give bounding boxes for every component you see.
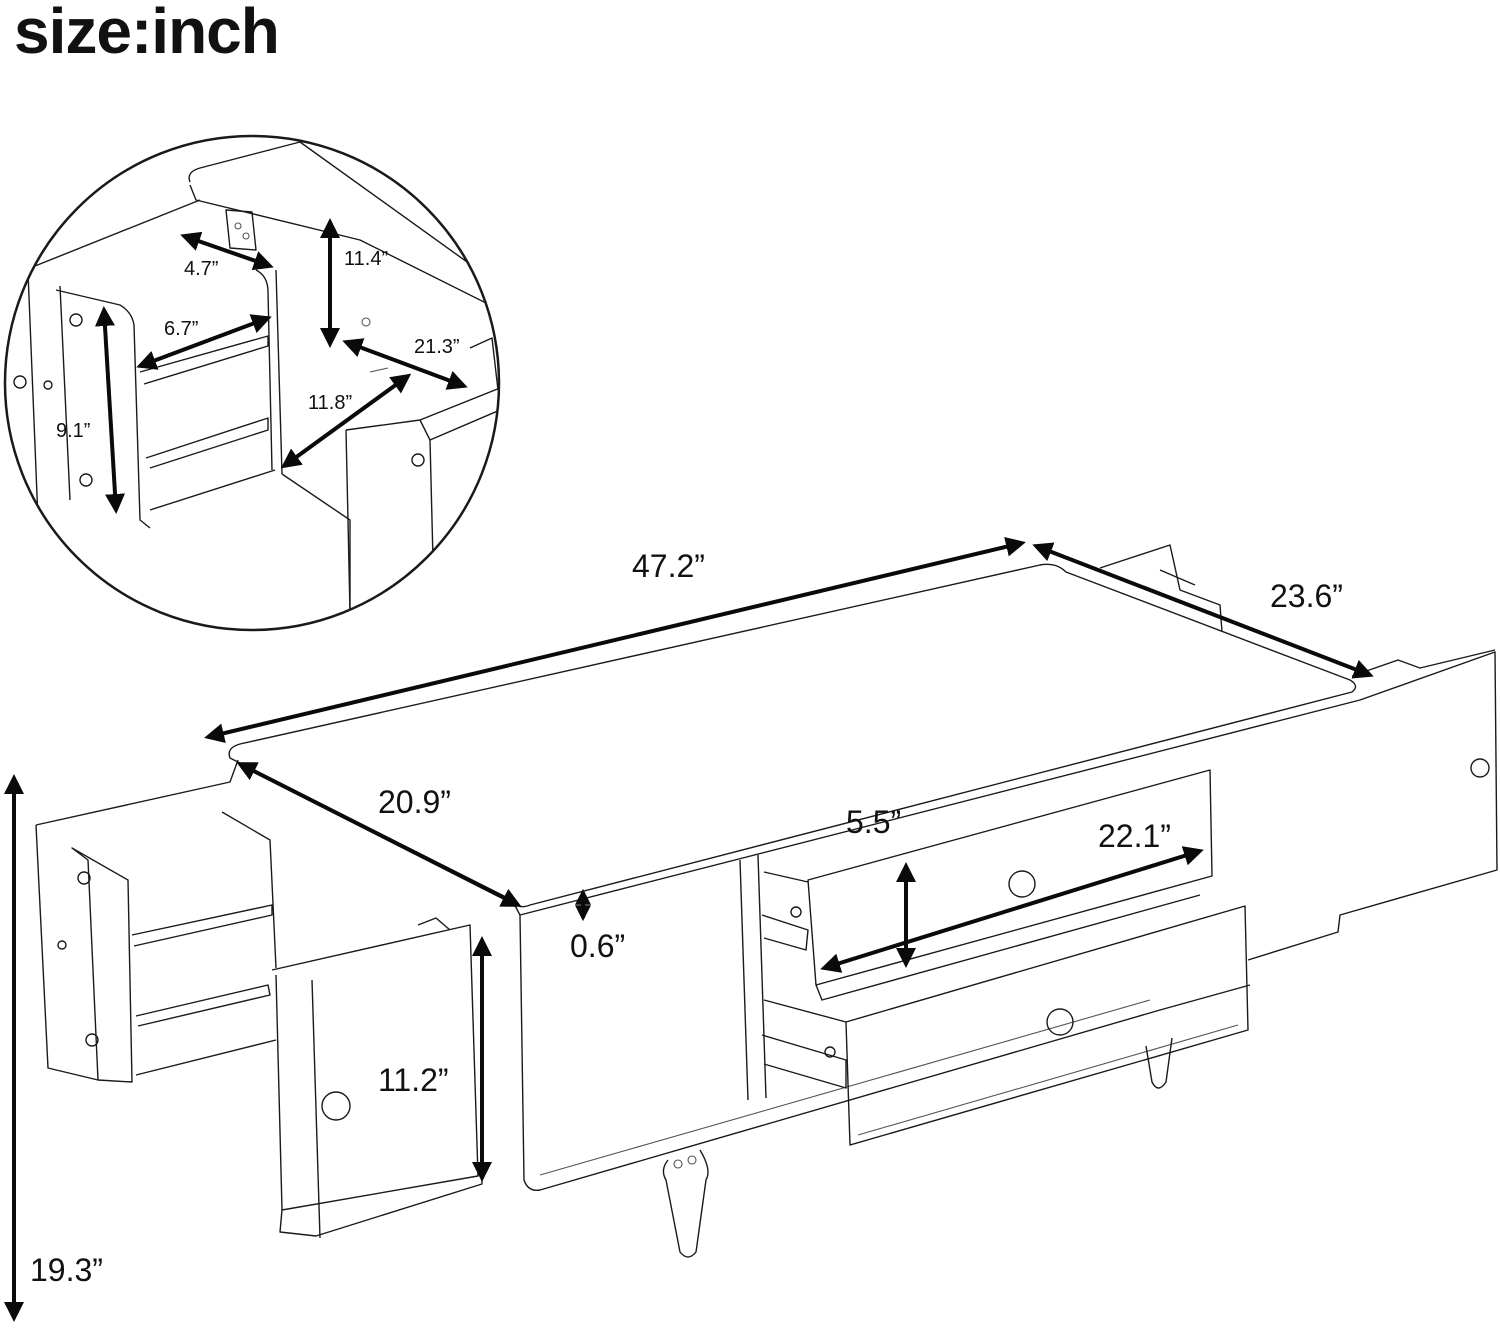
inner-depth-label: 20.9” (378, 784, 451, 820)
detail-callout (3, 134, 501, 632)
depth-label: 23.6” (1270, 578, 1343, 614)
length-label: 47.2” (632, 548, 705, 584)
detail-11-8-label: 11.8” (308, 392, 353, 414)
detail-21-3-label: 21.3” (414, 336, 460, 358)
detail-6-7-label: 6.7” (164, 318, 199, 340)
main-dimension-arrows (4, 536, 1374, 1322)
top-thickness-label: 0.6” (570, 928, 626, 964)
table-body (35, 544, 1498, 1258)
cabinet-height-label: 11.2” (378, 1062, 449, 1098)
detail-11-4-label: 11.4” (344, 248, 389, 270)
detail-4-7-label: 4.7” (184, 258, 219, 280)
total-height-label: 19.3” (30, 1252, 103, 1288)
detail-9-1-label: 9.1” (56, 420, 91, 442)
units-title: size:inch (14, 0, 280, 67)
drawer-depth-label: 22.1” (1098, 818, 1171, 854)
drawer-height-label: 5.5” (846, 804, 902, 840)
